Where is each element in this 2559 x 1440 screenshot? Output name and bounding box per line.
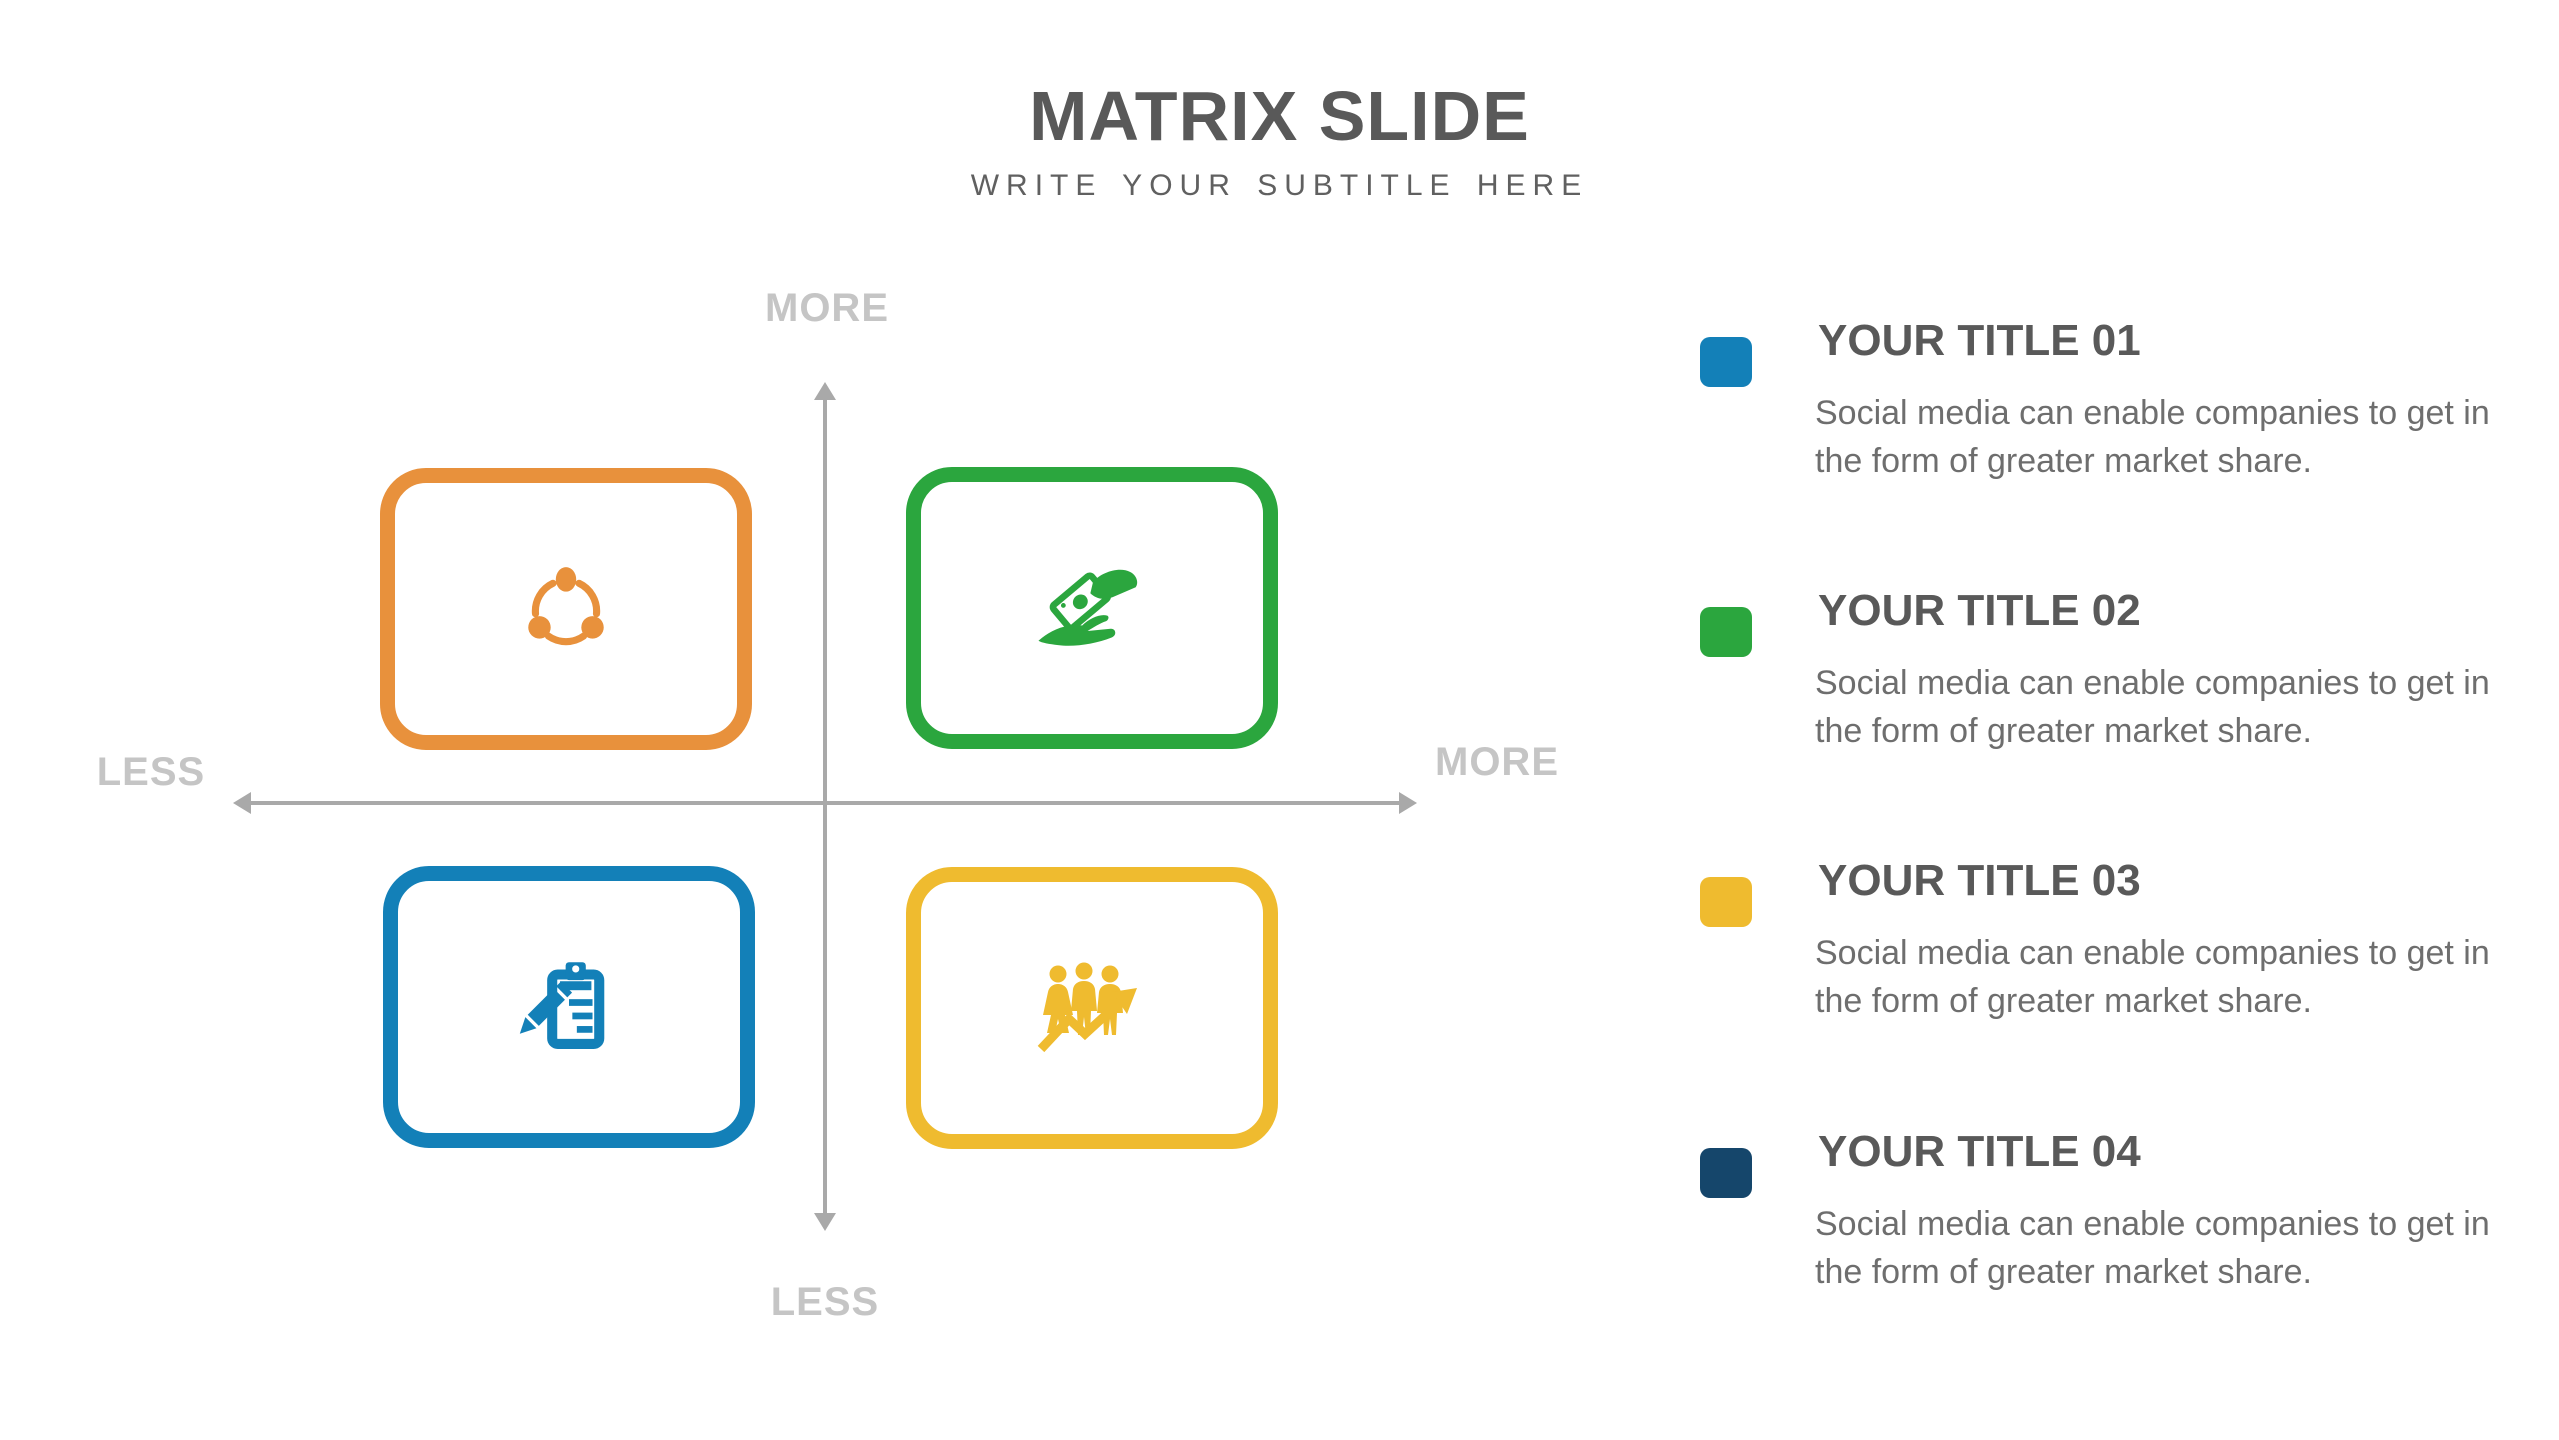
axis-arrow-up-icon [814, 382, 836, 400]
page-subtitle: WRITE YOUR SUBTITLE HERE [970, 169, 1589, 202]
legend-title: YOUR TITLE 01 [1818, 316, 2141, 365]
axis-arrow-left-icon [233, 792, 251, 814]
team-growth-arrow-icon [1037, 962, 1137, 1053]
legend-description-line: the form of greater market share. [1815, 442, 2312, 480]
share-icon [528, 567, 604, 646]
vertical-axis-line [823, 397, 827, 1215]
quadrant-top-right [906, 467, 1278, 749]
axis-label-more-top: MORE [765, 286, 889, 330]
axis-label-more-right: MORE [1435, 740, 1559, 784]
legend-item-2: YOUR TITLE 02 Social media can enable co… [1700, 585, 2500, 835]
legend-item-1: YOUR TITLE 01 Social media can enable co… [1700, 315, 2500, 565]
legend-description-line: Social media can enable companies to get… [1815, 934, 2490, 972]
legend-description-line: the form of greater market share. [1815, 712, 2312, 750]
axis-arrow-right-icon [1399, 792, 1417, 814]
legend-swatch-green [1700, 607, 1752, 657]
axis-label-less-left: LESS [96, 750, 206, 794]
horizontal-axis-line [249, 801, 1401, 805]
legend-title: YOUR TITLE 03 [1818, 856, 2141, 905]
quadrant-bottom-right [906, 867, 1278, 1149]
legend-description-line: Social media can enable companies to get… [1815, 394, 2490, 432]
legend-description: Social media can enable companies to get… [1815, 1200, 2490, 1296]
quadrant-top-left [380, 468, 752, 750]
legend-description: Social media can enable companies to get… [1815, 389, 2490, 485]
hand-giving-money-icon [1038, 569, 1138, 646]
legend-title: YOUR TITLE 04 [1818, 1127, 2141, 1176]
legend-description: Social media can enable companies to get… [1815, 659, 2490, 755]
legend-description-line: Social media can enable companies to get… [1815, 1205, 2490, 1243]
quadrant-bottom-left [383, 866, 755, 1148]
legend-description-line: the form of greater market share. [1815, 1253, 2312, 1291]
legend-swatch-navy [1700, 1148, 1752, 1198]
legend-description-line: Social media can enable companies to get… [1815, 664, 2490, 702]
legend-swatch-blue [1700, 337, 1752, 387]
clipboard-pencil-icon [519, 962, 605, 1049]
legend-description: Social media can enable companies to get… [1815, 929, 2490, 1025]
legend-description-line: the form of greater market share. [1815, 982, 2312, 1020]
page-title: MATRIX SLIDE [1029, 77, 1530, 155]
legend-swatch-yellow [1700, 877, 1752, 927]
axis-arrow-down-icon [814, 1213, 836, 1231]
legend-item-4: YOUR TITLE 04 Social media can enable co… [1700, 1126, 2500, 1376]
legend-title: YOUR TITLE 02 [1818, 586, 2141, 635]
axis-label-less-bottom: LESS [770, 1280, 880, 1324]
legend-item-3: YOUR TITLE 03 Social media can enable co… [1700, 855, 2500, 1105]
